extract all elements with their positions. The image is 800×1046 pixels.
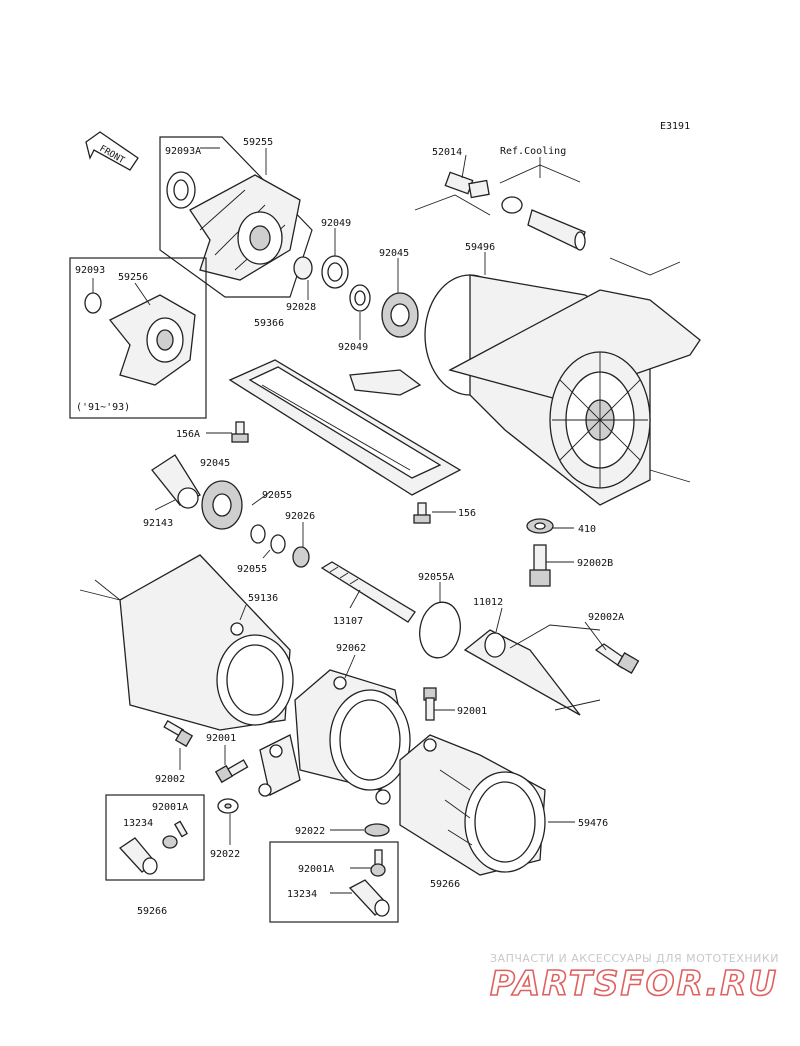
label-59256: 59256	[118, 272, 148, 283]
impeller-group-59255	[159, 136, 313, 298]
label-92055-top: 92055	[262, 490, 292, 501]
part-labels: 52014 Ref.Cooling 59255 92093A 92049 920…	[75, 137, 624, 917]
label-92055A: 92055A	[418, 572, 454, 583]
label-156: 156	[458, 508, 476, 519]
label-59496: 59496	[465, 242, 495, 253]
bearing-parts-upper	[293, 255, 419, 338]
bolt-92002A	[594, 643, 640, 674]
label-92002: 92002	[155, 774, 185, 785]
label-156A: 156A	[176, 429, 200, 440]
bolt-156	[413, 502, 431, 524]
label-59366: 59366	[254, 318, 284, 329]
washer-410	[526, 518, 554, 534]
impeller-group-59256	[69, 257, 207, 419]
shaft-13107	[320, 561, 416, 623]
reverse-nozzle-59476	[375, 734, 546, 876]
sleeve-92143	[151, 454, 201, 509]
label-59255: 59255	[243, 137, 273, 148]
label-92022-right: 92022	[295, 826, 325, 837]
label-92093A: 92093A	[165, 146, 201, 157]
bolt-92001-left	[214, 759, 249, 784]
label-59266-right: 59266	[430, 879, 460, 890]
label-ref-cooling: Ref.Cooling	[500, 146, 566, 157]
label-92022-left: 92022	[210, 849, 240, 860]
label-52014: 52014	[432, 147, 462, 158]
label-59136: 59136	[248, 593, 278, 604]
plate-156	[228, 359, 462, 496]
label-92049-top: 92049	[321, 218, 351, 229]
front-arrow-icon: FRONT	[85, 131, 139, 171]
label-92049-bottom: 92049	[338, 342, 368, 353]
label-92001-right: 92001	[457, 706, 487, 717]
label-410: 410	[578, 524, 596, 535]
label-13234-right: 13234	[287, 889, 317, 900]
pivot-kit-59266-left	[105, 794, 205, 881]
bolt-156A	[231, 421, 249, 443]
label-92045-mid: 92045	[200, 458, 230, 469]
bolt-92002	[163, 720, 194, 748]
label-92026: 92026	[285, 511, 315, 522]
fitting-52014	[414, 164, 586, 251]
bolt-92001-right	[423, 687, 437, 721]
bolt-92002B	[529, 544, 551, 587]
label-92143: 92143	[143, 518, 173, 529]
label-13234-left: 13234	[123, 818, 153, 829]
washer-92022-left	[217, 798, 239, 814]
watermark-tagline: ЗАПЧАСТИ И АКСЕССУАРЫ ДЛЯ МОТОТЕХНИКИ	[490, 952, 779, 965]
label-92055-bottom: 92055	[237, 564, 267, 575]
label-92002B: 92002B	[577, 558, 613, 569]
watermark: ЗАПЧАСТИ И АКСЕССУАРЫ ДЛЯ МОТОТЕХНИКИ PA…	[489, 952, 779, 1005]
orings-92055	[250, 524, 310, 568]
label-11012: 11012	[473, 597, 503, 608]
bearing-92045-lower	[201, 480, 243, 530]
label-92093: 92093	[75, 265, 105, 276]
pump-housing-59496	[349, 257, 701, 506]
label-92001A-left: 92001A	[152, 802, 188, 813]
pivot-kit-59266-right	[269, 841, 399, 923]
label-59476: 59476	[578, 818, 608, 829]
label-92002A: 92002A	[588, 612, 624, 623]
label-92001A-right: 92001A	[298, 864, 334, 875]
label-years: ('91~'93)	[76, 402, 130, 413]
label-92045-top: 92045	[379, 248, 409, 259]
label-92001-left: 92001	[206, 733, 236, 744]
housing-59136	[79, 554, 294, 731]
oring-92055A	[419, 601, 461, 659]
watermark-logo: PARTSFOR.RU	[490, 964, 778, 1004]
leader-lines	[92, 147, 607, 894]
washer-92022-right	[364, 823, 390, 837]
cone-11012	[463, 624, 601, 716]
label-59266-left: 59266	[137, 906, 167, 917]
label-92062: 92062	[336, 643, 366, 654]
diagram-code: E3191	[660, 121, 690, 132]
label-92028: 92028	[286, 302, 316, 313]
label-13107: 13107	[333, 616, 363, 627]
